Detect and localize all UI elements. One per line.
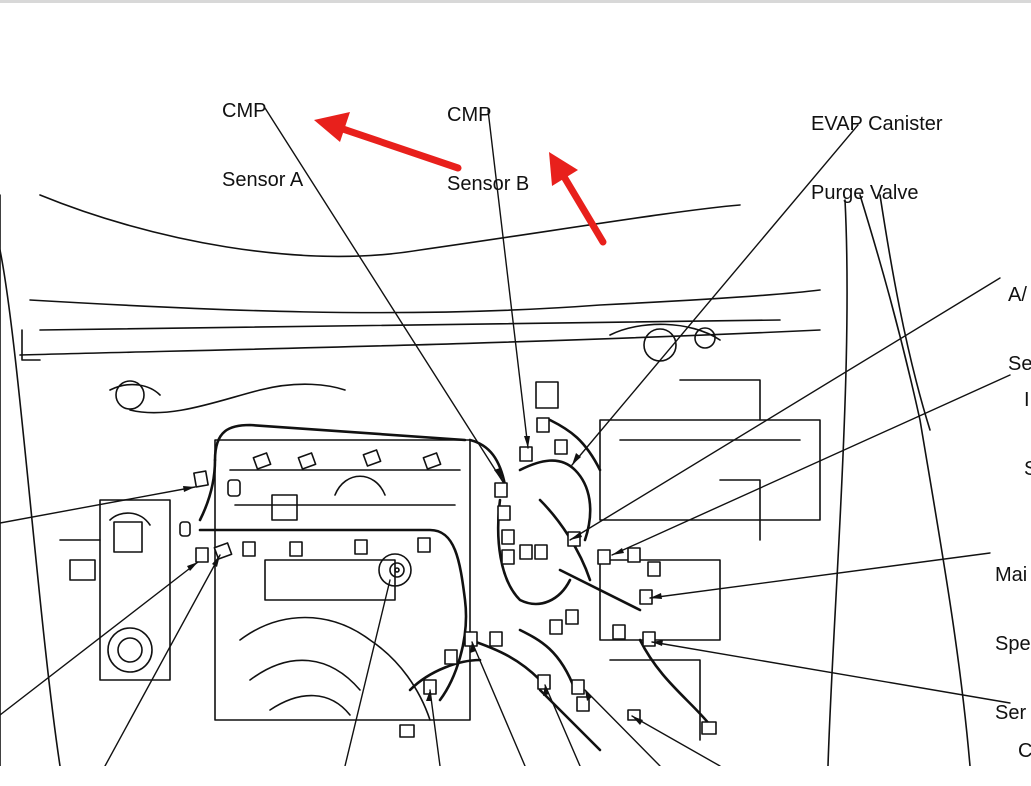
label-line: S xyxy=(1024,458,1031,480)
leader-ac xyxy=(569,277,1001,541)
label-cmp-sensor-a: CMP Sensor A xyxy=(222,54,303,215)
label-line: Purge Valve xyxy=(811,182,919,204)
label-bottom-right-partial: C xyxy=(1018,694,1031,786)
body-outline xyxy=(0,194,971,766)
label-right-mid-partial: I S xyxy=(1024,343,1031,504)
leader-lines xyxy=(0,107,1011,766)
red-arrow-icon xyxy=(314,112,462,172)
leader-left-2 xyxy=(0,561,199,716)
leader-right-mid xyxy=(611,374,1011,556)
leader-arrowheads xyxy=(183,436,663,725)
leader-cmp-a xyxy=(264,107,504,483)
label-line: Sensor B xyxy=(447,173,530,195)
label-line: CMP xyxy=(222,100,267,122)
engine-wiring-diagram xyxy=(0,107,1011,766)
leader-bottom-1 xyxy=(344,579,391,766)
engine-bay-right xyxy=(109,323,821,741)
leader-left-3 xyxy=(104,554,221,766)
leader-bottom-5 xyxy=(584,689,661,766)
leader-bottom-right xyxy=(651,641,1011,704)
label-line: Ser xyxy=(995,702,1027,724)
label-line: Se xyxy=(1008,353,1031,375)
leader-bottom-3 xyxy=(471,641,526,766)
leader-bottom-4 xyxy=(544,684,581,766)
top-edge-bar xyxy=(0,0,1031,3)
label-ac-sensor-partial: A/ Se xyxy=(1008,238,1031,399)
label-line: Sensor A xyxy=(222,169,304,191)
engine-block xyxy=(59,439,471,721)
label-line: Spe xyxy=(995,633,1031,655)
label-cmp-sensor-b: CMP Sensor B xyxy=(447,58,529,219)
label-main-speed-sensor-partial: Mai Spe Ser xyxy=(995,518,1031,748)
label-evap-canister-purge-valve: EVAP Canister Purge Valve xyxy=(811,67,943,228)
wiring-harness xyxy=(198,418,712,752)
leader-evap xyxy=(571,124,859,466)
red-arrow-icon xyxy=(549,152,607,246)
label-line: Mai xyxy=(995,564,1028,586)
leader-cmp-b xyxy=(487,109,529,449)
leader-bottom-2 xyxy=(429,689,441,766)
label-line: A/ xyxy=(1008,284,1027,306)
label-line: C xyxy=(1018,740,1031,762)
label-line: CMP xyxy=(447,104,492,126)
label-line: I xyxy=(1024,389,1030,411)
connectors xyxy=(179,381,717,738)
leader-bottom-6 xyxy=(631,715,721,766)
label-line: EVAP Canister xyxy=(811,113,943,135)
leader-main-speed xyxy=(649,552,991,599)
leader-left-1 xyxy=(0,486,196,524)
